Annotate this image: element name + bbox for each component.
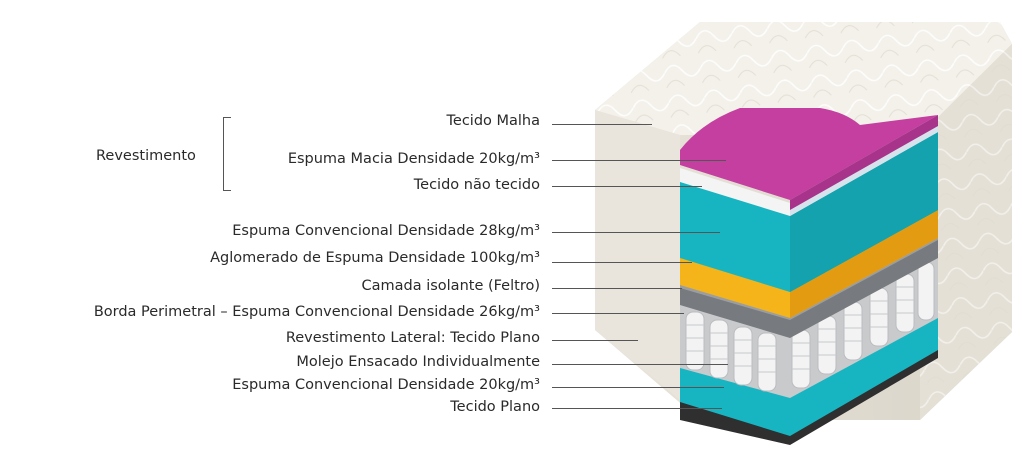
layer-label: Tecido não tecido bbox=[413, 177, 540, 193]
leader-line bbox=[552, 313, 684, 314]
leader-line bbox=[552, 288, 682, 289]
leader-line bbox=[552, 340, 638, 341]
layer-label: Revestimento Lateral: Tecido Plano bbox=[285, 330, 540, 346]
layer-label: Espuma Convencional Densidade 28kg/m³ bbox=[232, 223, 540, 239]
leader-line bbox=[552, 387, 724, 388]
leader-line bbox=[552, 262, 692, 263]
layer-label: Aglomerado de Espuma Densidade 100kg/m³ bbox=[210, 250, 540, 266]
layer-label: Espuma Convencional Densidade 20kg/m³ bbox=[232, 377, 540, 393]
layer-label: Tecido Plano bbox=[450, 399, 540, 415]
leader-line bbox=[552, 186, 702, 187]
group-bracket-bottom bbox=[223, 190, 231, 191]
layer-label: Molejo Ensacado Individualmente bbox=[296, 354, 540, 370]
layer-label: Camada isolante (Feltro) bbox=[361, 278, 540, 294]
leader-line bbox=[552, 364, 728, 365]
nonwoven-fabric-layer bbox=[680, 118, 938, 216]
layer-label: Borda Perimetral – Espuma Convencional D… bbox=[93, 304, 540, 320]
agglomerated-foam-layer bbox=[680, 200, 938, 318]
layer-label: Espuma Macia Densidade 20kg/m³ bbox=[287, 151, 540, 167]
leader-line bbox=[552, 160, 726, 161]
soft-foam-layer bbox=[680, 108, 938, 200]
leader-line bbox=[552, 124, 652, 125]
group-bracket bbox=[223, 117, 224, 191]
layer-label: Tecido Malha bbox=[446, 113, 541, 129]
leader-line bbox=[552, 232, 720, 233]
leader-line bbox=[552, 408, 722, 409]
group-label: Revestimento bbox=[96, 148, 196, 164]
group-bracket-top bbox=[223, 117, 231, 118]
bottom-foam-layer bbox=[680, 312, 938, 436]
felt-layer bbox=[680, 232, 938, 338]
